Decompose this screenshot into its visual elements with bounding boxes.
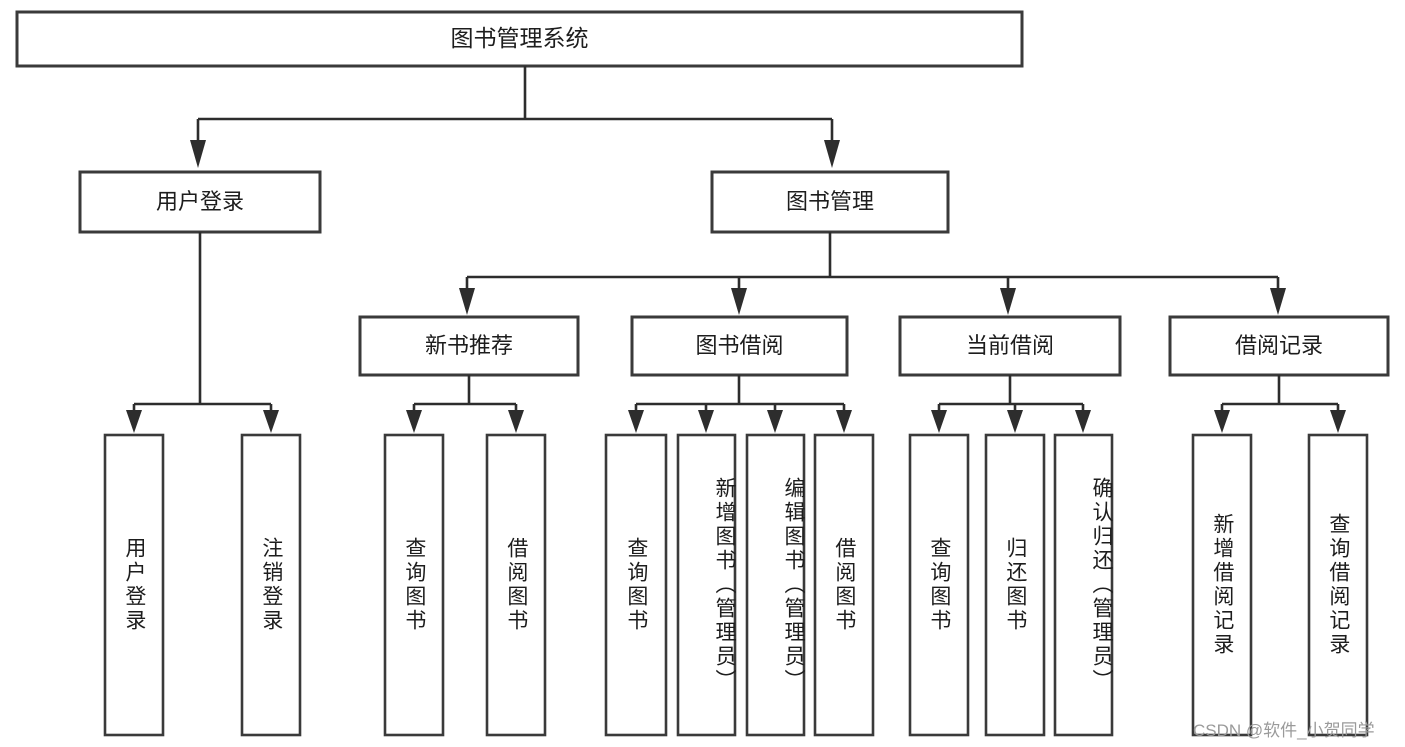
node-book-management-label: 图书管理 <box>786 189 874 214</box>
node-borrow-record[interactable]: 借阅记录 <box>1168 315 1390 377</box>
node-book-management[interactable]: 图书管理 <box>710 170 950 234</box>
arrow-ul-leaf-1 <box>126 410 142 433</box>
leaf-box-user-login[interactable] <box>103 433 165 737</box>
leaf-box-query-book-bb[interactable] <box>604 433 668 737</box>
arrow-to-book-mgmt <box>824 140 840 168</box>
arrow-to-borrow-record <box>1270 288 1286 315</box>
node-current-borrow[interactable]: 当前借阅 <box>898 315 1122 377</box>
leaf-box-edit-book-admin[interactable] <box>745 433 806 737</box>
connector-current-borrow-to-leaves <box>931 375 1091 433</box>
arrow-cb-leaf-1 <box>931 410 947 433</box>
leaf-box-add-book-admin[interactable] <box>676 433 737 737</box>
node-user-login-label: 用户登录 <box>156 189 244 214</box>
arrow-to-user-login <box>190 140 206 168</box>
arrow-cb-leaf-3 <box>1075 410 1091 433</box>
node-book-borrow[interactable]: 图书借阅 <box>630 315 849 377</box>
connector-new-book-rec-to-leaves <box>406 375 524 433</box>
leaf-box-borrow-book-bb[interactable] <box>813 433 875 737</box>
node-book-borrow-label: 图书借阅 <box>695 333 783 358</box>
connector-book-borrow-to-leaves <box>628 375 852 433</box>
node-new-book-recommend[interactable]: 新书推荐 <box>358 315 580 377</box>
node-book-borrow-box[interactable] <box>630 315 849 377</box>
leaf-box-query-borrow-record[interactable] <box>1307 433 1369 737</box>
arrow-cb-leaf-2 <box>1007 410 1023 433</box>
node-root-box[interactable] <box>15 10 1024 68</box>
arrow-nbr-leaf-2 <box>508 410 524 433</box>
arrow-br-leaf-2 <box>1330 410 1346 433</box>
leaf-box-return-book[interactable] <box>984 433 1046 737</box>
arrow-bb-leaf-2 <box>698 410 714 433</box>
leaf-box-confirm-return-admin[interactable] <box>1053 433 1114 737</box>
connector-root-to-level2 <box>190 66 840 168</box>
arrow-bb-leaf-4 <box>836 410 852 433</box>
arrow-nbr-leaf-1 <box>406 410 422 433</box>
node-borrow-record-box[interactable] <box>1168 315 1390 377</box>
arrow-bb-leaf-1 <box>628 410 644 433</box>
arrow-to-current-borrow <box>1000 288 1016 315</box>
arrow-to-new-book-rec <box>459 288 475 315</box>
leaf-box-query-book-nbr[interactable] <box>383 433 445 737</box>
node-root[interactable]: 图书管理系统 <box>15 10 1024 68</box>
arrow-ul-leaf-2 <box>263 410 279 433</box>
leaf-box-add-borrow-record[interactable] <box>1191 433 1253 737</box>
node-new-book-recommend-label: 新书推荐 <box>425 333 513 358</box>
node-book-management-box[interactable] <box>710 170 950 234</box>
node-current-borrow-label: 当前借阅 <box>966 333 1054 358</box>
node-user-login[interactable]: 用户登录 <box>78 170 322 234</box>
connector-book-mgmt-to-level3 <box>459 232 1286 315</box>
connector-user-login-to-leaves <box>126 232 279 433</box>
arrow-br-leaf-1 <box>1214 410 1230 433</box>
leaf-box-logout[interactable] <box>240 433 302 737</box>
arrow-bb-leaf-3 <box>767 410 783 433</box>
node-current-borrow-box[interactable] <box>898 315 1122 377</box>
arrow-to-book-borrow <box>731 288 747 315</box>
connector-borrow-record-to-leaves <box>1214 375 1346 433</box>
leaf-box-query-book-cb[interactable] <box>908 433 970 737</box>
leaf-box-borrow-book-nbr[interactable] <box>485 433 547 737</box>
watermark-text: CSDN @软件_小贺同学 <box>1193 721 1375 740</box>
node-root-label: 图书管理系统 <box>451 25 589 51</box>
node-new-book-recommend-box[interactable] <box>358 315 580 377</box>
node-borrow-record-label: 借阅记录 <box>1235 333 1323 358</box>
leaf-boxes <box>103 433 1369 737</box>
